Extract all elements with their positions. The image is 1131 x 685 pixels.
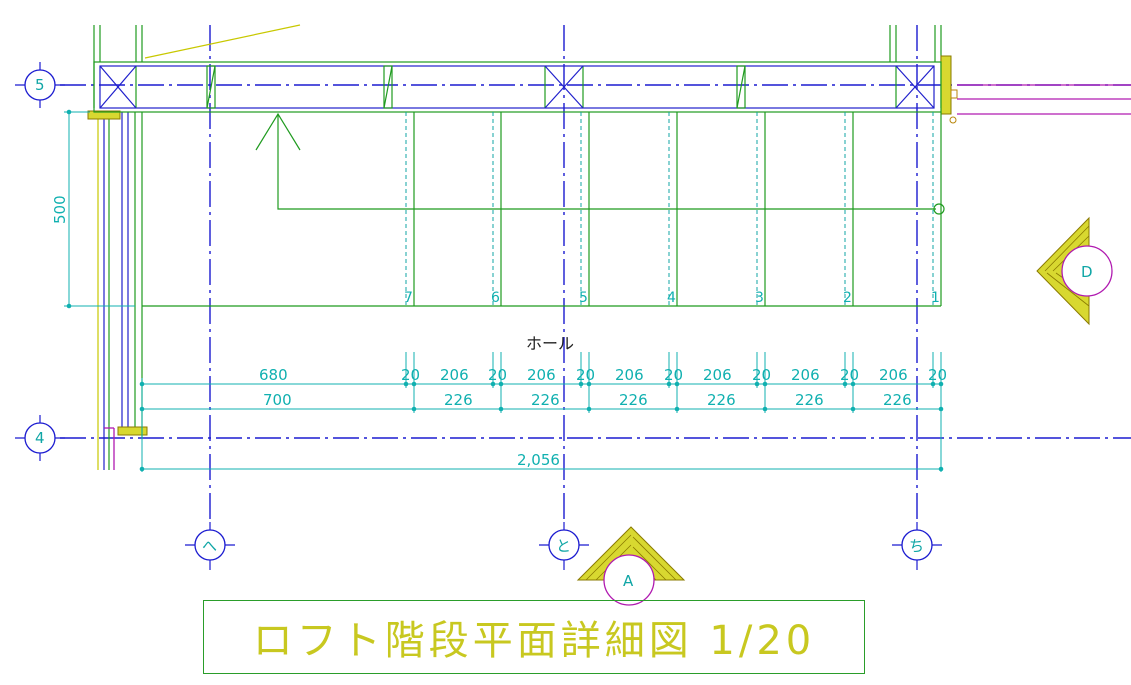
dim-label: 20	[840, 366, 859, 384]
svg-text:へ: へ	[202, 537, 217, 555]
right-wall-post	[940, 55, 952, 115]
step-numbers: 7 6 5 4 3 2 1	[404, 290, 940, 306]
dim-vertical-500: 500	[51, 195, 69, 224]
grid-bubble-to: と	[539, 522, 589, 570]
dim-label: 206	[703, 366, 732, 384]
dim-label: 226	[531, 391, 560, 409]
section-marker-d: D	[1036, 216, 1113, 326]
step-number: 2	[843, 290, 852, 306]
step-number: 7	[404, 290, 413, 306]
walk-line-arrow	[255, 112, 945, 215]
dim-label: 20	[576, 366, 595, 384]
dim-label: 206	[879, 366, 908, 384]
dim-label: 226	[883, 391, 912, 409]
dim-label: 226	[795, 391, 824, 409]
dim-label: 700	[263, 391, 292, 409]
left-wall-cap-top	[87, 110, 121, 120]
svg-text:5: 5	[35, 76, 45, 94]
grid-bubble-5: 5	[15, 62, 65, 108]
svg-text:D: D	[1081, 263, 1093, 281]
dim-label: 20	[752, 366, 771, 384]
dim-label: 206	[527, 366, 556, 384]
dim-label: 206	[615, 366, 644, 384]
grid-bubble-chi: ち	[892, 522, 942, 570]
svg-text:と: と	[556, 537, 571, 555]
dim-total: 2,056	[517, 451, 560, 469]
dim-label: 680	[259, 366, 288, 384]
step-number: 4	[667, 290, 676, 306]
dim-label: 20	[928, 366, 947, 384]
svg-text:4: 4	[35, 429, 45, 447]
horizontal-dimensions: 680 20 206 20 206 20 206 20 206 20 206 2…	[139, 352, 947, 472]
dim-label: 20	[401, 366, 420, 384]
upper-beam	[93, 61, 942, 113]
left-wall-cap-bottom	[117, 426, 148, 436]
dim-label: 20	[488, 366, 507, 384]
step-number: 5	[579, 290, 588, 306]
dim-label: 226	[707, 391, 736, 409]
grid-bubble-he: へ	[185, 522, 235, 570]
drawing-title: ロフト階段平面詳細図 1/20	[252, 618, 816, 664]
room-label: ホール	[526, 334, 574, 353]
dim-label: 206	[440, 366, 469, 384]
step-number: 1	[931, 290, 940, 306]
step-number: 3	[755, 290, 764, 306]
svg-text:ち: ち	[909, 537, 924, 555]
dim-label: 226	[444, 391, 473, 409]
step-number: 6	[491, 290, 500, 306]
dim-label: 226	[619, 391, 648, 409]
grid-bubble-4: 4	[15, 415, 65, 461]
svg-text:A: A	[623, 572, 634, 590]
dim-label: 20	[664, 366, 683, 384]
left-wall	[87, 24, 301, 470]
stair-body	[141, 112, 942, 438]
vertical-dimension: 500	[51, 109, 135, 309]
section-marker-a: A	[576, 526, 686, 606]
dim-label: 206	[791, 366, 820, 384]
title-block: ロフト階段平面詳細図 1/20	[203, 600, 865, 674]
